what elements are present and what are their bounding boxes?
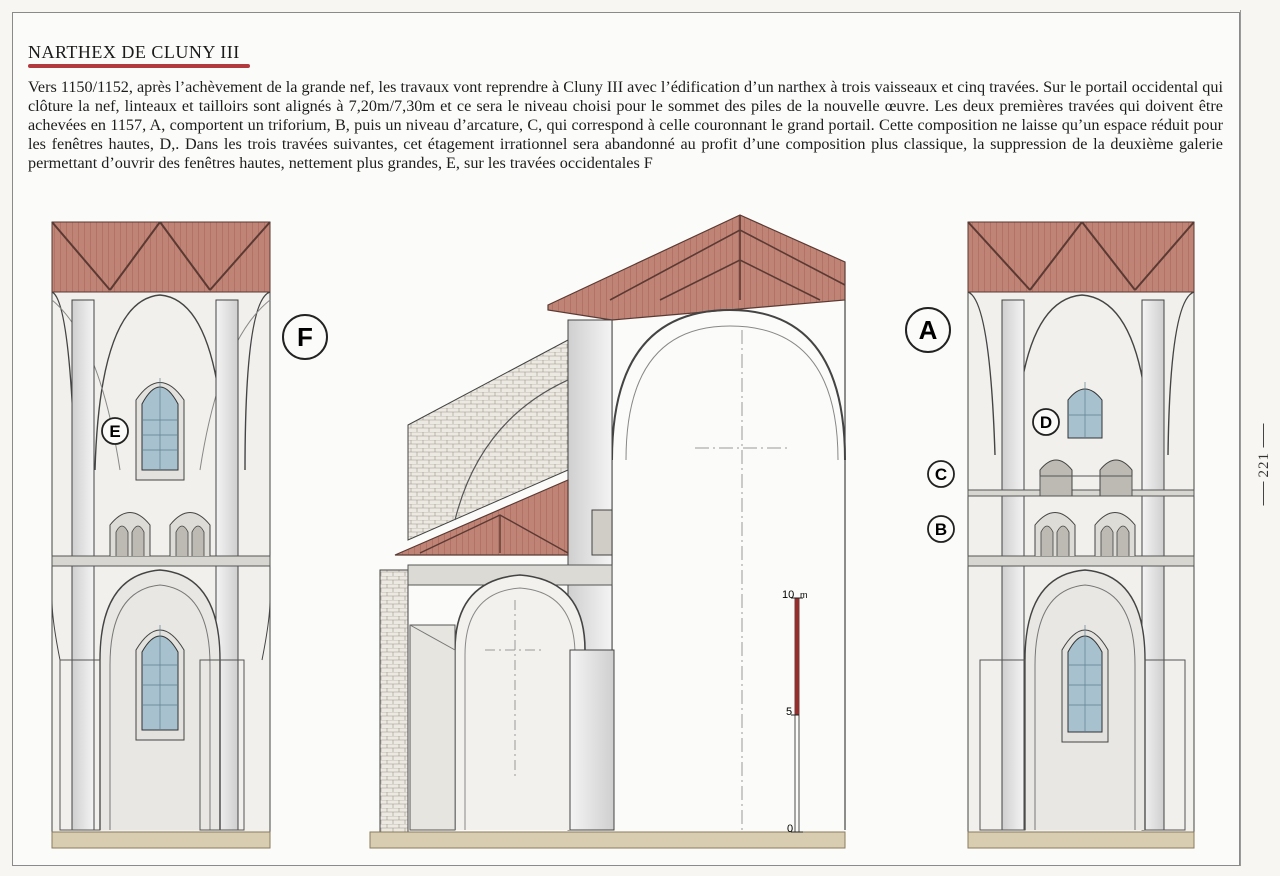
label-a: A	[905, 307, 951, 353]
upper-roof	[547, 214, 846, 321]
svg-text:C: C	[935, 465, 947, 484]
scale-bar: 10 m 5 0	[782, 589, 808, 835]
main-vault-arch	[611, 308, 846, 461]
cross-section-narthex	[369, 214, 846, 849]
page-title: NARTHEX DE CLUNY III	[28, 42, 240, 62]
side-wall-masonry	[407, 339, 569, 541]
elevation-west-bays	[51, 221, 271, 849]
scale-label-bottom: 0	[787, 823, 793, 835]
scale-label-middle: 5	[786, 706, 792, 718]
triforium-west	[109, 512, 211, 556]
roof-truss-east	[967, 221, 1195, 293]
label-f: F	[282, 314, 328, 360]
title-underline	[28, 64, 250, 68]
label-b: B	[927, 515, 955, 543]
body-paragraph: Vers 1150/1152, après l’achèvement de la…	[28, 78, 1223, 172]
page-margin-rule	[1240, 10, 1241, 866]
svg-text:D: D	[1040, 413, 1052, 432]
label-c: C	[927, 460, 955, 488]
arcature-level-c	[1039, 459, 1133, 497]
scale-label-top: 10	[782, 589, 794, 601]
svg-text:E: E	[109, 422, 120, 441]
svg-text:A: A	[919, 315, 938, 345]
triforium-b	[1034, 512, 1136, 556]
label-d: D	[1032, 408, 1060, 436]
svg-text:B: B	[935, 520, 947, 539]
aisle-arch	[454, 574, 586, 830]
elevation-east-bays	[967, 221, 1195, 849]
roof-truss	[51, 221, 271, 293]
scale-unit: m	[800, 590, 808, 600]
lower-roof	[394, 479, 569, 556]
svg-text:F: F	[297, 322, 313, 352]
label-e: E	[101, 417, 129, 445]
